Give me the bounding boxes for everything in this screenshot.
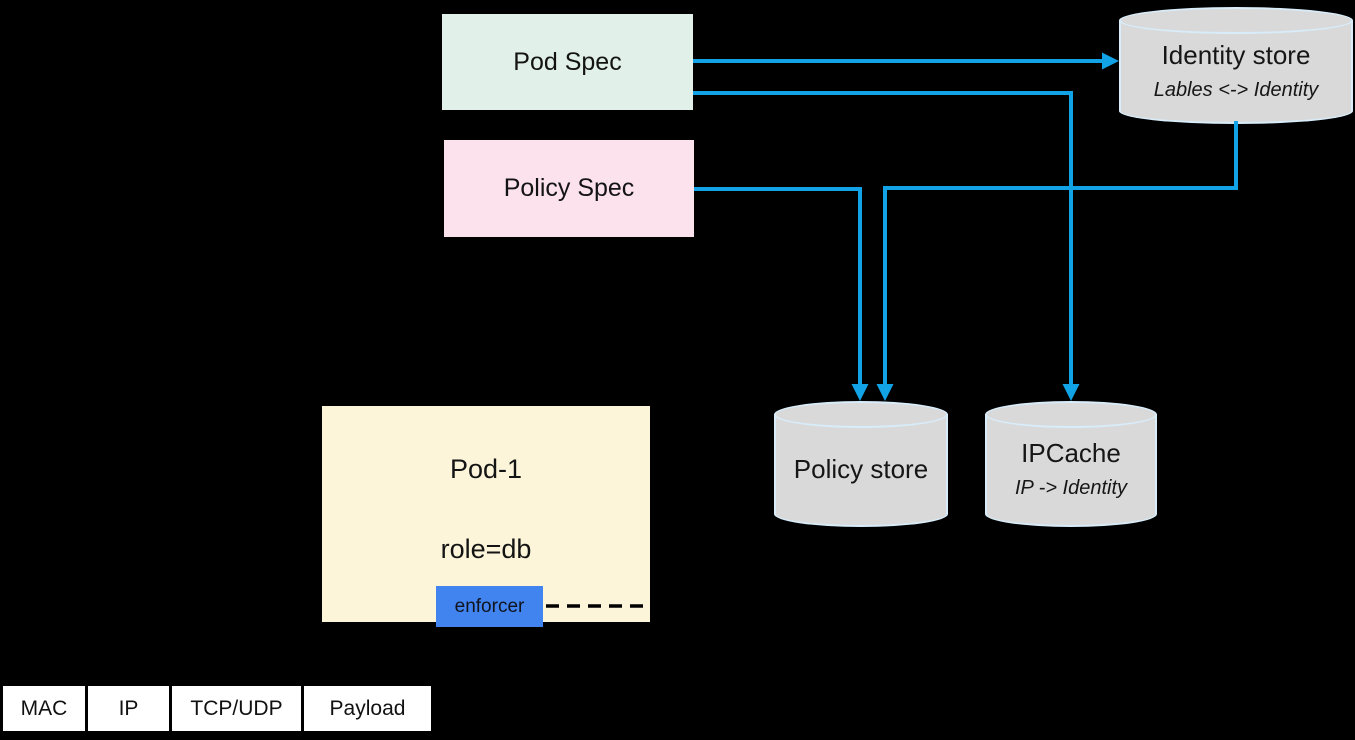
- cylinder-top: [774, 401, 948, 428]
- policy-spec-box: Policy Spec: [444, 140, 694, 237]
- identity-store-subtitle: Lables <-> Identity: [1153, 78, 1319, 101]
- arrowhead-right-icon: [1102, 52, 1119, 70]
- packet-cell-ip: IP: [88, 686, 169, 731]
- cylinder-body: [1119, 20, 1353, 124]
- edge-identity-store-to-policy-store: [883, 121, 1238, 384]
- ipcache-cylinder: IPCache IP -> Identity: [985, 401, 1157, 527]
- cylinder-body: [985, 414, 1157, 527]
- edge-pod-spec-to-ipcache: [693, 91, 1073, 384]
- packet-cell-tcpudp: TCP/UDP: [172, 686, 301, 731]
- packet-cell-mac-label: MAC: [20, 696, 68, 720]
- pod-spec-label: Pod Spec: [513, 47, 622, 76]
- packet-cell-mac: MAC: [3, 686, 85, 731]
- packet-cell-ip-label: IP: [118, 696, 139, 720]
- enforcer-label: enforcer: [454, 595, 525, 617]
- arrowhead-down-icon: [851, 384, 869, 401]
- policy-spec-label: Policy Spec: [503, 174, 635, 202]
- packet-cell-payload: Payload: [304, 686, 431, 731]
- edge-policy-spec-to-policy-store: [694, 187, 862, 384]
- cylinder-top: [985, 401, 1157, 428]
- identity-store-cylinder: Identity store Lables <-> Identity: [1119, 7, 1353, 124]
- arrowhead-down-icon: [1062, 384, 1080, 401]
- packet-cell-tcpudp-label: TCP/UDP: [190, 696, 283, 720]
- ipcache-subtitle: IP -> Identity: [1014, 477, 1128, 499]
- packet-cell-payload-label: Payload: [329, 696, 406, 720]
- policy-store-cylinder: Policy store: [774, 401, 948, 527]
- enforcer-box: enforcer: [436, 586, 543, 627]
- identity-store-title: Identity store: [1161, 39, 1311, 70]
- ipcache-title: IPCache: [1021, 438, 1121, 468]
- pod1-title: Pod-1: [449, 454, 523, 484]
- pod1-role-label: role=db: [440, 534, 532, 564]
- pod-spec-box: Pod Spec: [442, 14, 693, 110]
- cylinder-body: [774, 414, 948, 527]
- arrowhead-down-icon: [876, 384, 894, 401]
- cylinder-top: [1119, 7, 1353, 34]
- policy-store-title: Policy store: [793, 453, 929, 484]
